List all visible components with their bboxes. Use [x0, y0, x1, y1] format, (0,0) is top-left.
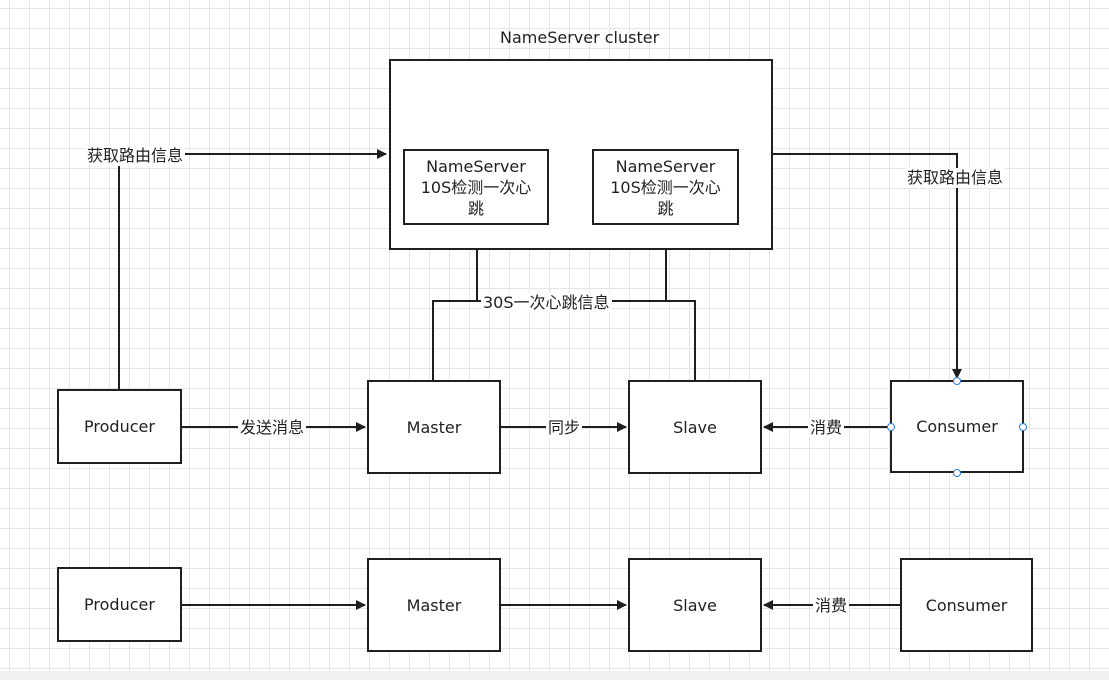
producer-node[interactable]: Producer: [57, 389, 182, 464]
consumer-route-connector[interactable]: [773, 153, 962, 379]
producer-route-label: 获取路由信息: [85, 146, 186, 166]
producer-route-connector[interactable]: [118, 149, 387, 389]
bottom-master-node[interactable]: Master: [367, 558, 501, 652]
master-heartbeat-connector[interactable]: [432, 224, 482, 380]
slave-node[interactable]: Slave: [628, 380, 762, 474]
cluster-title: NameServer cluster: [500, 28, 660, 47]
bottom-consumer-node[interactable]: Consumer: [900, 558, 1033, 652]
sync-label: 同步: [546, 418, 583, 438]
selection-handle-right[interactable]: [1019, 423, 1027, 431]
selection-handle-top[interactable]: [953, 377, 961, 385]
bottom-slave-node[interactable]: Slave: [628, 558, 762, 652]
bottom-producer-node[interactable]: Producer: [57, 567, 182, 642]
selection-handle-bottom[interactable]: [953, 469, 961, 477]
heartbeat-label: 30S一次心跳信息: [481, 293, 612, 313]
send-label: 发送消息: [238, 418, 307, 438]
consume-top-label: 消费: [808, 418, 845, 438]
selection-handle-left[interactable]: [887, 423, 895, 431]
horizontal-scrollbar[interactable]: [0, 671, 1109, 680]
nameserver-node-right[interactable]: NameServer 10S检测一次心 跳: [592, 149, 739, 225]
nameserver-node-left[interactable]: NameServer 10S检测一次心 跳: [403, 149, 549, 225]
consume-bottom-label: 消费: [813, 596, 850, 616]
consumer-route-label: 获取路由信息: [905, 168, 1006, 188]
consumer-node[interactable]: Consumer: [890, 380, 1024, 473]
master-node[interactable]: Master: [367, 380, 501, 474]
